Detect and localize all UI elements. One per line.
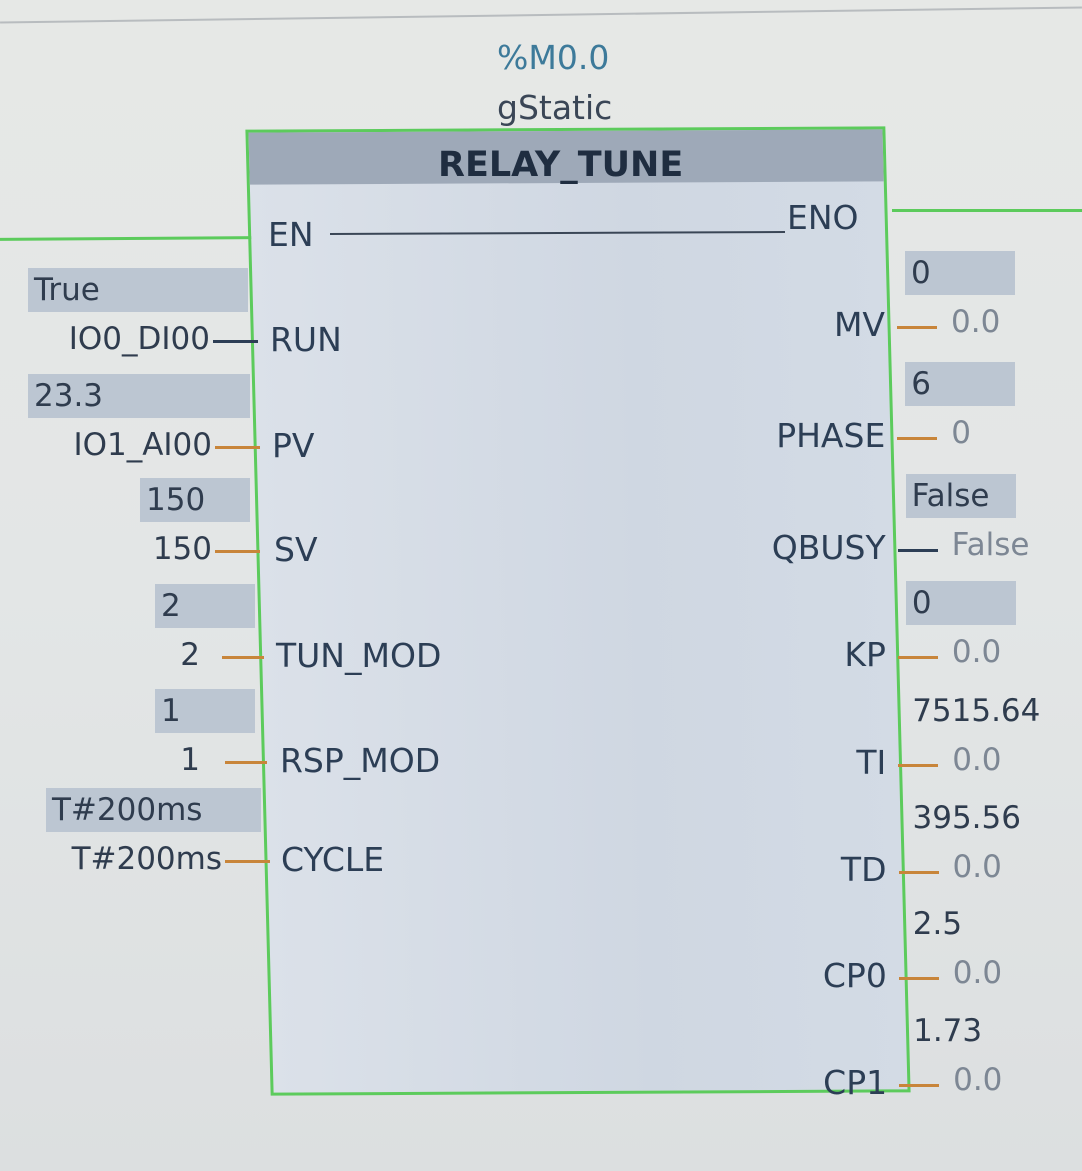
input-monitor-value: 2 (155, 584, 255, 628)
output-operand[interactable]: 0.0 (952, 849, 1002, 885)
input-monitor-value: 1 (155, 689, 255, 733)
pin-run: RUN (270, 320, 342, 359)
output-operand[interactable]: 0.0 (952, 742, 1002, 778)
output-wire (898, 977, 939, 980)
output-monitor-value: 395.56 (912, 800, 1021, 836)
pin-en: EN (268, 215, 314, 254)
instance-address: %M0.0 (497, 38, 610, 77)
pin-rsp-mod: RSP_MOD (280, 741, 441, 780)
output-wire (897, 656, 938, 659)
output-wire (897, 549, 938, 552)
input-operand[interactable]: T#200ms (71, 841, 222, 877)
output-monitor-value: 1.73 (913, 1013, 983, 1049)
output-wire (898, 764, 939, 767)
rung-separator (0, 6, 1082, 24)
output-monitor-value: 2.5 (912, 906, 963, 942)
output-operand[interactable]: 0.0 (951, 634, 1002, 670)
input-monitor-value: 150 (140, 478, 250, 522)
input-wire (222, 656, 264, 659)
input-operand[interactable]: 1 (180, 742, 200, 778)
output-monitor-value: False (905, 474, 1016, 518)
pin-mv: MV (833, 305, 885, 344)
output-monitor-value: 0 (905, 581, 1016, 625)
input-monitor-value: T#200ms (46, 788, 261, 832)
input-wire (225, 860, 270, 863)
input-wire (215, 550, 260, 553)
output-wire (899, 1084, 940, 1087)
input-monitor-value: True (28, 268, 248, 312)
input-wire (215, 446, 260, 449)
input-operand[interactable]: 2 (180, 637, 200, 673)
input-operand[interactable]: IO1_AI00 (73, 427, 212, 463)
input-monitor-value: 23.3 (28, 374, 250, 418)
power-rail-in (0, 236, 259, 241)
input-operand[interactable]: 150 (152, 531, 212, 567)
pin-pv: PV (272, 426, 315, 465)
input-wire (225, 761, 267, 764)
output-monitor-value: 6 (905, 362, 1016, 406)
pin-ti: TI (856, 743, 887, 782)
output-monitor-value: 0 (905, 251, 1015, 295)
input-operand[interactable]: IO0_DI00 (68, 321, 210, 357)
output-operand[interactable]: 0.0 (952, 955, 1003, 991)
function-block[interactable] (245, 126, 911, 1096)
output-wire (898, 871, 939, 874)
input-wire (213, 340, 258, 343)
pin-eno: ENO (787, 198, 859, 237)
output-operand[interactable]: 0.0 (951, 304, 1001, 340)
output-monitor-value: 7515.64 (912, 693, 1041, 729)
block-title: RELAY_TUNE (438, 145, 684, 185)
pin-tun-mod: TUN_MOD (276, 636, 442, 675)
instance-db-name[interactable]: gStatic (497, 88, 613, 127)
output-wire (897, 326, 937, 329)
power-rail-out (892, 209, 1082, 212)
pin-cycle: CYCLE (281, 840, 385, 879)
pin-phase: PHASE (776, 416, 886, 455)
pin-kp: KP (844, 635, 886, 674)
output-operand[interactable]: 0.0 (953, 1062, 1003, 1098)
pin-cp0: CP0 (822, 956, 887, 995)
pin-qbusy: QBUSY (771, 528, 886, 567)
pin-td: TD (840, 850, 887, 889)
output-operand[interactable]: 0 (951, 415, 972, 451)
output-wire (897, 437, 938, 440)
pin-cp1: CP1 (823, 1063, 888, 1102)
output-operand[interactable]: False (951, 527, 1030, 563)
pin-sv: SV (274, 530, 318, 569)
